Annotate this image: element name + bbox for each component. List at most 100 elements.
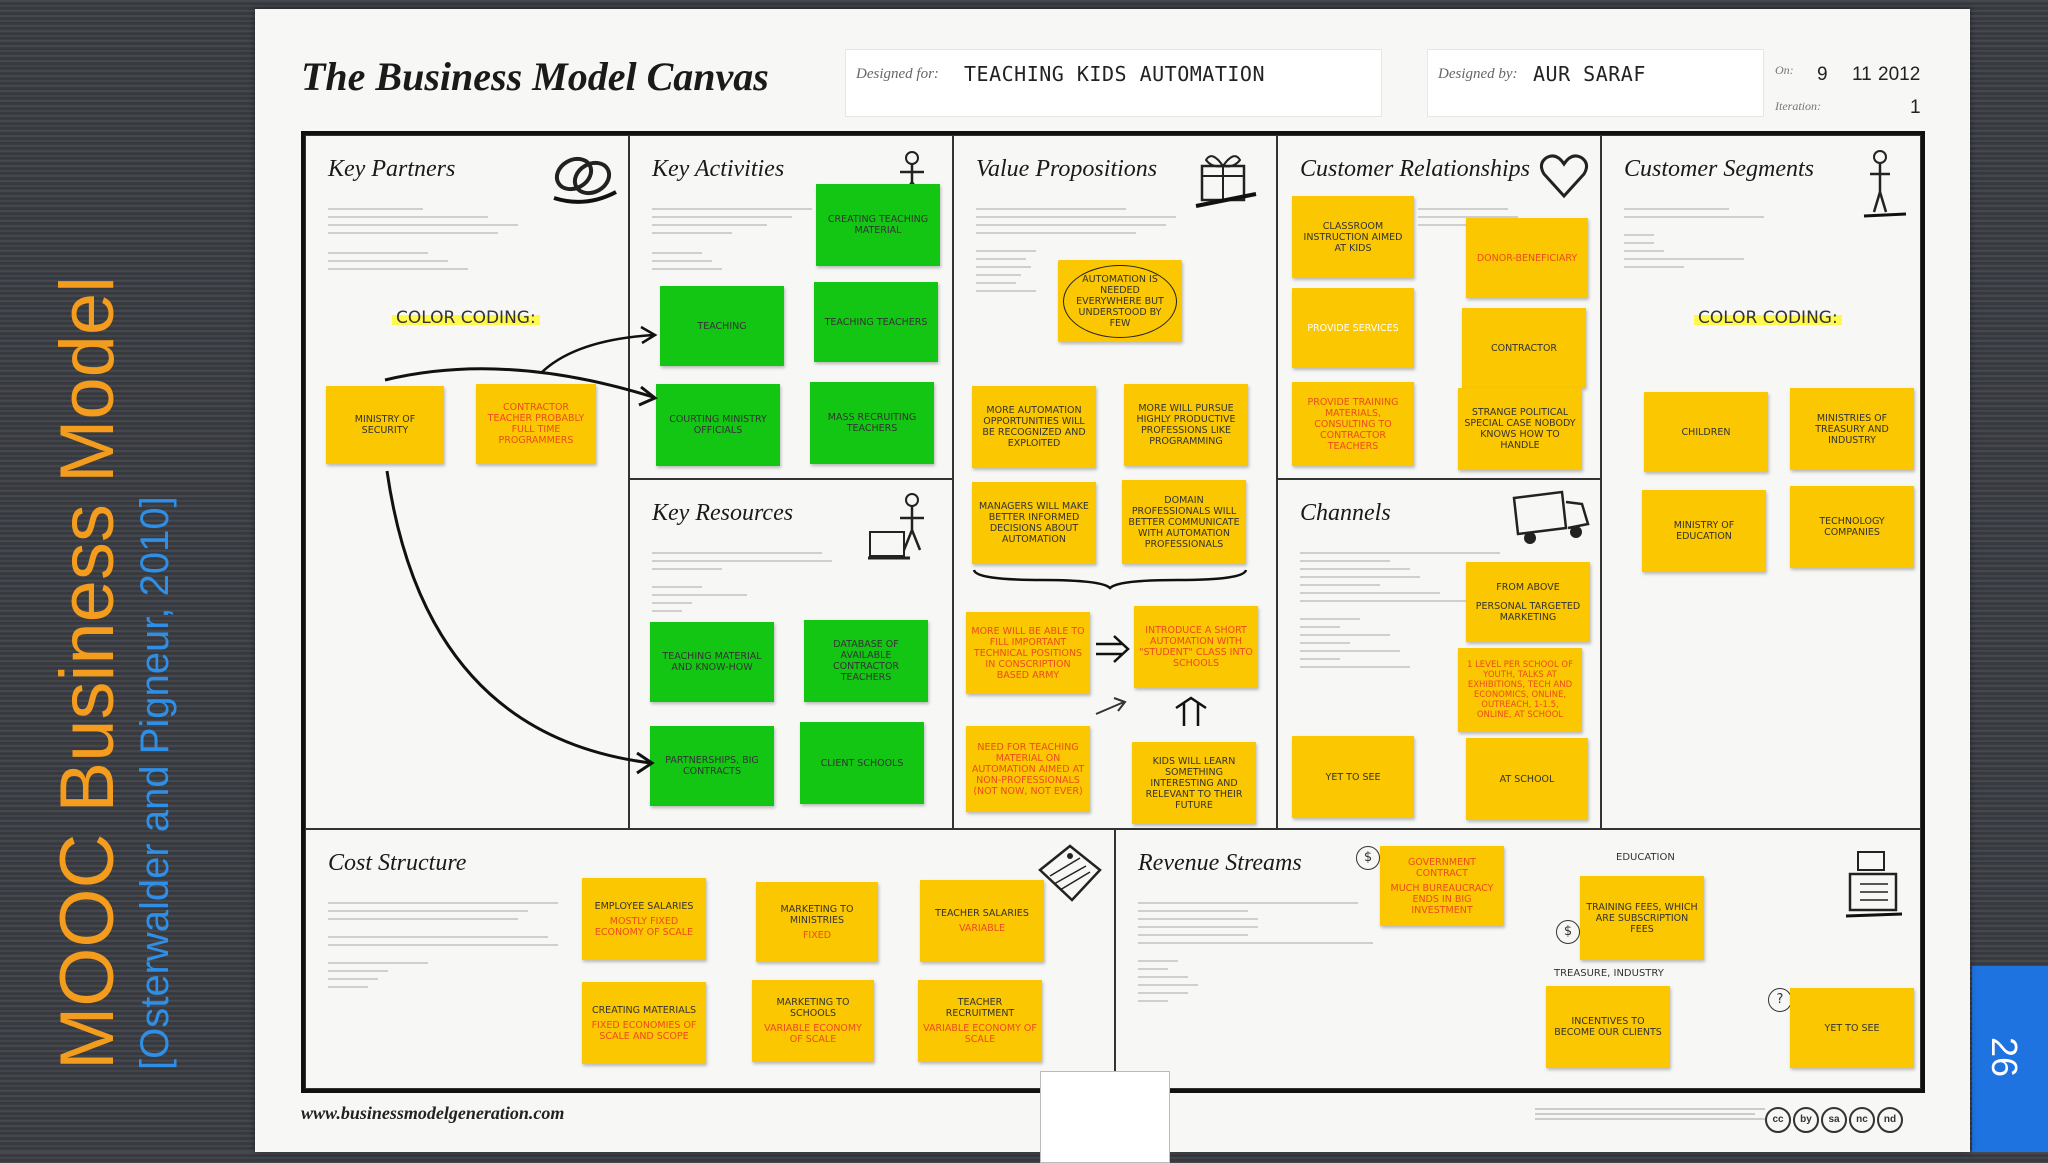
channel-note-text: PERSONAL TARGETED MARKETING [1475,600,1581,623]
activity-note-text: CREATING TEACHING MATERIAL [827,214,929,236]
value-note-text: MORE WILL BE ABLE TO FILL IMPORTANT TECH… [971,625,1085,681]
segment-note: MINISTRIES OF TREASURY AND INDUSTRY [1790,388,1914,470]
date-box: On: 9 11 2012 Iteration: 1 [1775,49,1925,118]
double-arrow-up-icon [1175,696,1207,726]
channels-block: Channels FROM ABOVE PERSONAL TARGETED MA… [1277,479,1601,829]
relationship-note-text: DONOR-BENEFICIARY [1476,252,1578,264]
question-mark-circle-icon: ? [1768,988,1792,1012]
dollar-sign-circle-icon: $ [1356,846,1380,870]
activity-note-text: TEACHING TEACHERS [824,316,928,328]
cost-note-subtext: MOSTLY FIXED ECONOMY OF SCALE [594,915,694,938]
on-label: On: [1775,63,1794,77]
resource-note: PARTNERSHIPS, BIG CONTRACTS [650,726,774,806]
date-month: 11 [1852,64,1872,85]
key-activities-title: Key Activities [652,156,785,182]
cost-note: EMPLOYEE SALARIES MOSTLY FIXED ECONOMY O… [582,878,706,960]
revenue-note-text: INCENTIVES TO BECOME OUR CLIENTS [1554,1016,1662,1038]
revenue-label-education: EDUCATION [1616,852,1675,863]
customer-segments-title: Customer Segments [1624,156,1814,182]
value-note: INTRODUCE A SHORT AUTOMATION WITH "STUDE… [1134,606,1258,688]
customer-segments-color-coding: COLOR CODING: [1694,308,1842,328]
value-note: MANAGERS WILL MAKE BETTER INFORMED DECIS… [972,482,1096,564]
cost-note: TEACHER RECRUITMENT VARIABLE ECONOMY OF … [918,980,1042,1062]
nc-license-icon: nc [1849,1107,1875,1133]
activity-note-text: MASS RECRUITING TEACHERS [827,412,917,434]
value-note-text: MORE WILL PURSUE HIGHLY PRODUCTIVE PROFE… [1136,403,1236,447]
cost-note-text: CREATING MATERIALS [591,1004,697,1016]
revenue-streams-title: Revenue Streams [1138,850,1302,876]
cost-note-text: MARKETING TO SCHOOLS [776,997,850,1019]
key-activities-block: Key Activities CREATING TEACHING MATERIA… [629,135,953,479]
cost-note-subtext: VARIABLE ECONOMY OF SCALE [764,1023,862,1045]
heart-icon [1539,154,1589,199]
value-note-text: MANAGERS WILL MAKE BETTER INFORMED DECIS… [979,501,1089,545]
license-fine-print [1535,1105,1765,1123]
channel-note: 1 LEVEL PER SCHOOL OF YOUTH, TALKS AT EX… [1458,648,1582,732]
relationship-note: CLASSROOM INSTRUCTION AIMED AT KIDS [1292,196,1414,278]
revenue-note: GOVERNMENT CONTRACT MUCH BUREAUCRACY END… [1380,846,1504,926]
canvas-grid: Key Partners COLOR CODING: MINISTRY OF S… [301,131,1925,1093]
cc-license-icon: cc [1765,1107,1791,1133]
date-day: 9 [1817,64,1828,85]
designed-by-label: Designed by: [1438,66,1518,82]
key-partners-title: Key Partners [328,156,456,182]
activity-note-text: TEACHING [697,320,747,332]
value-note: NEED FOR TEACHING MATERIAL ON AUTOMATION… [966,726,1090,812]
value-note: KIDS WILL LEARN SOMETHING INTERESTING AN… [1132,742,1256,824]
relationship-note: PROVIDE TRAINING MATERIALS, CONSULTING T… [1292,382,1414,466]
value-note: MORE WILL BE ABLE TO FILL IMPORTANT TECH… [966,612,1090,694]
partner-note-text: MINISTRY OF SECURITY [354,414,416,436]
channels-title: Channels [1300,500,1391,526]
designed-by-value: AUR SARAF [1533,62,1646,86]
designed-for-box: Designed for: TEACHING KIDS AUTOMATION [845,49,1382,117]
cost-note-text: TEACHER RECRUITMENT [945,997,1015,1019]
resource-note-text: DATABASE OF AVAILABLE CONTRACTOR TEACHER… [832,639,900,683]
activity-note-text: COURTING MINISTRY OFFICIALS [669,414,767,436]
resource-note: TEACHING MATERIAL AND KNOW-HOW [650,622,774,702]
value-note-text: DOMAIN PROFESSIONALS WILL BETTER COMMUNI… [1128,494,1240,550]
delivery-truck-icon [1512,490,1590,544]
canvas-url: www.businessmodelgeneration.com [301,1103,565,1123]
resource-note-text: TEACHING MATERIAL AND KNOW-HOW [662,651,762,673]
designed-by-box: Designed by: AUR SARAF [1427,49,1764,117]
cost-note-subtext: VARIABLE ECONOMY OF SCALE [923,1023,1037,1045]
revenue-note-text: GOVERNMENT CONTRACT [1408,856,1476,879]
revenue-label-treasure: TREASURE, INDUSTRY [1554,968,1664,979]
relationship-note-text: CLASSROOM INSTRUCTION AIMED AT KIDS [1303,220,1403,254]
gift-icon [1195,155,1257,208]
revenue-note: TRAINING FEES, WHICH ARE SUBSCRIPTION FE… [1580,876,1704,960]
customer-relationships-title: Customer Relationships [1300,156,1531,182]
activity-note: TEACHING [660,286,784,366]
customer-relationships-block: Customer Relationships CLASSROOM INSTRUC… [1277,135,1601,479]
channel-note: AT SCHOOL [1466,738,1588,820]
value-note-text: INTRODUCE A SHORT AUTOMATION WITH "STUDE… [1139,625,1253,669]
activity-note: CREATING TEACHING MATERIAL [816,184,940,266]
resource-note: CLIENT SCHOOLS [800,722,924,804]
activity-note: COURTING MINISTRY OFFICIALS [656,384,780,466]
bottom-thumbnail [1040,1071,1170,1163]
cost-note: MARKETING TO MINISTRIES FIXED [756,882,878,962]
double-arrow-icon [1096,635,1130,663]
value-propositions-guide-text [976,202,1176,298]
page-number-badge: 26 [1972,966,2048,1152]
value-note: DOMAIN PROFESSIONALS WILL BETTER COMMUNI… [1122,480,1246,564]
relationship-note-text: PROVIDE SERVICES [1307,322,1399,334]
revenue-note-text: TRAINING FEES, WHICH ARE SUBSCRIPTION FE… [1586,901,1698,935]
date-year: 2012 [1878,64,1921,85]
forklift-worker-icon [868,493,924,560]
value-note-text: NEED FOR TEACHING MATERIAL ON AUTOMATION… [971,741,1085,797]
cost-note-text: EMPLOYEE SALARIES [594,900,694,912]
relationship-note: PROVIDE SERVICES [1292,288,1414,368]
segment-note-text: TECHNOLOGY COMPANIES [1819,516,1885,538]
cost-structure-block: Cost Structure EMPLOYEE SALARIES MOSTLY … [305,829,1115,1089]
partner-note: CONTRACTOR TEACHER PROBABLY FULL TIME PR… [476,384,596,464]
revenue-streams-block: Revenue Streams $ $ ? EDUCATION TREASURE… [1115,829,1921,1089]
channels-guide-text [1300,546,1500,674]
value-note: MORE AUTOMATION OPPORTUNITIES WILL BE RE… [972,386,1096,468]
dollar-sign-circle-icon: $ [1556,920,1580,944]
channel-note-text: YET TO SEE [1325,771,1381,783]
activity-note: MASS RECRUITING TEACHERS [810,382,934,464]
value-note-text: MORE AUTOMATION OPPORTUNITIES WILL BE RE… [982,405,1086,449]
chain-link-icon [553,156,617,204]
cost-note-text: MARKETING TO MINISTRIES [780,903,854,926]
